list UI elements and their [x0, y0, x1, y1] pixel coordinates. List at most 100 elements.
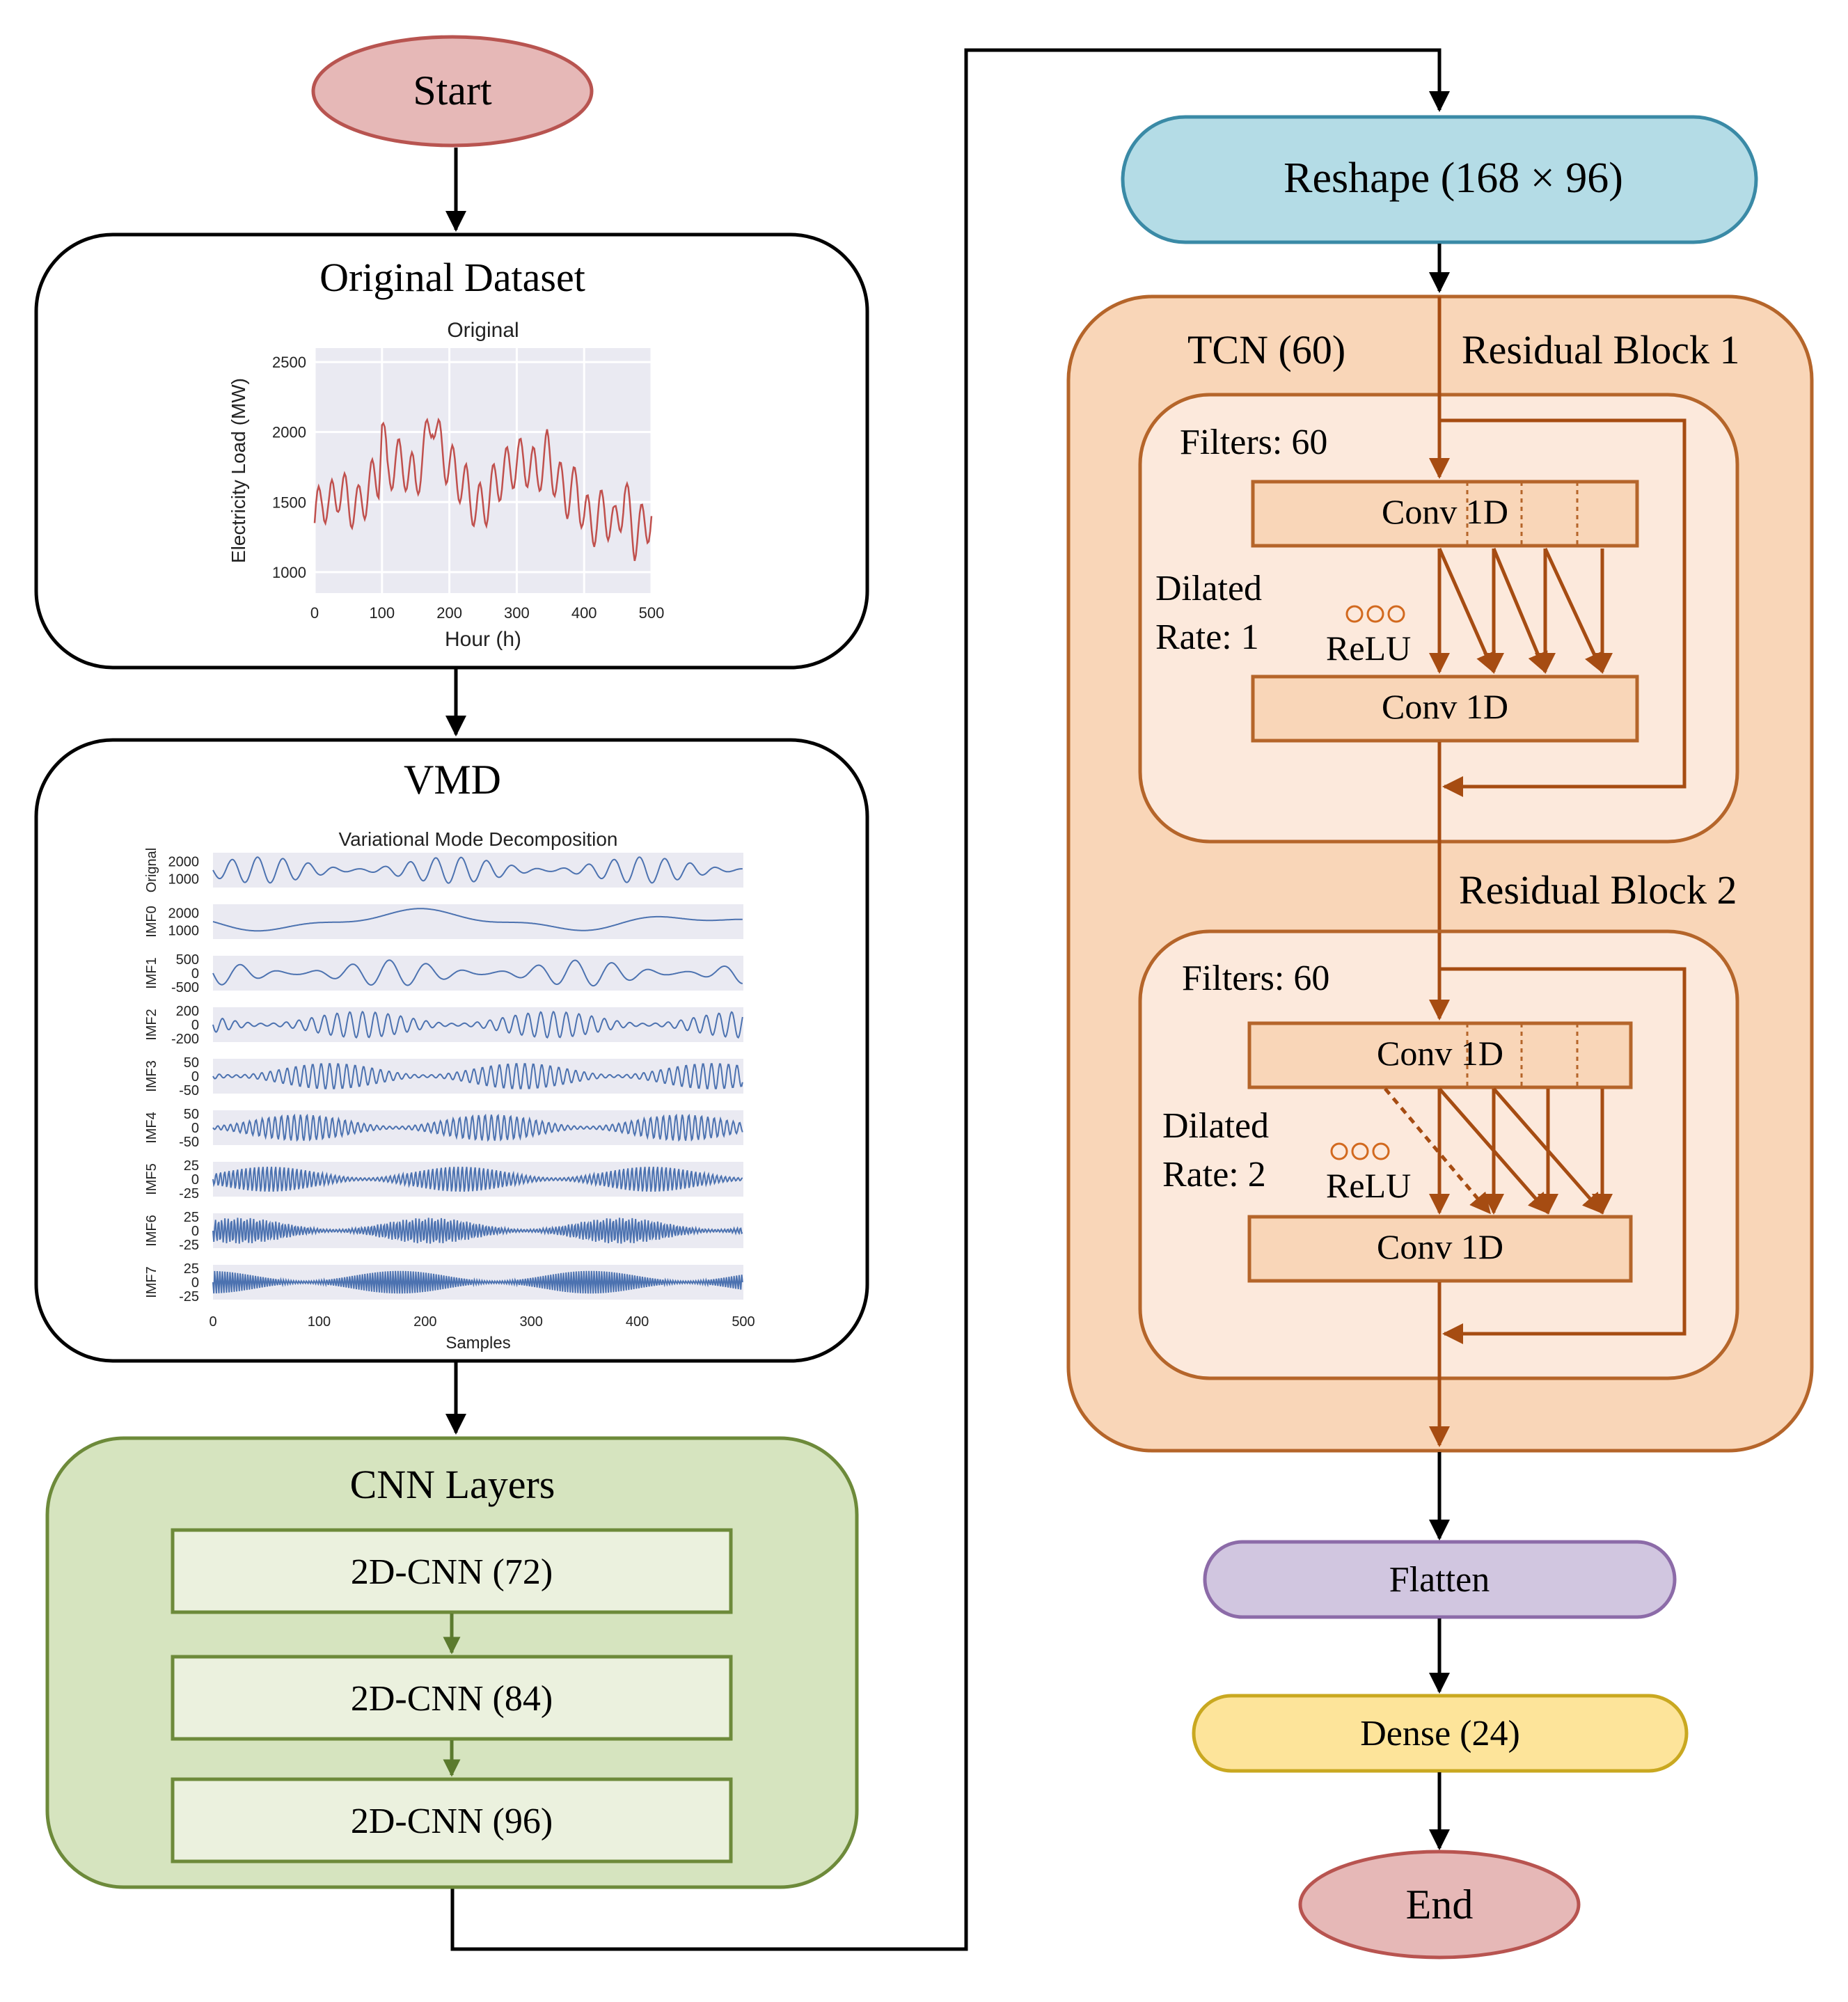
original-dataset-title: Original Dataset — [319, 255, 585, 300]
series-label: IMF5 — [144, 1163, 159, 1195]
connectors-left — [445, 48, 1450, 1951]
block-2-conv-bottom — [1247, 1215, 1633, 1283]
y-tick-label: 200 — [176, 1004, 199, 1019]
y-tick-label: 2000 — [272, 424, 306, 441]
series-line — [212, 1270, 743, 1294]
block-1-conv-bottom — [1251, 675, 1639, 743]
end-node: End — [1298, 1850, 1581, 1960]
reshape-label: Reshape (168 × 96) — [1284, 155, 1623, 202]
vmd-panel — [213, 956, 743, 991]
y-tick-label: 0 — [191, 1172, 199, 1188]
series-label: IMF6 — [144, 1215, 159, 1247]
series-label: IMF2 — [144, 1009, 159, 1041]
y-axis-label: Electricity Load (MW) — [228, 378, 249, 563]
block-1-rate: Rate: 1 — [1155, 617, 1259, 657]
series-line — [212, 1063, 743, 1089]
block-2-conv-bottom-label: Conv 1D — [1377, 1227, 1503, 1266]
y-tick-label: 1000 — [272, 564, 306, 581]
vmd-title: VMD — [404, 757, 501, 803]
y-tick-label: -500 — [171, 980, 199, 995]
flatten-node: Flatten — [1203, 1540, 1677, 1619]
series-label: Orignal — [144, 848, 159, 892]
y-tick-label: 25 — [184, 1261, 199, 1277]
cnn-layer-3 — [171, 1777, 733, 1863]
x-axis-label: Samples — [445, 1334, 510, 1353]
x-tick-label: 100 — [369, 604, 395, 622]
y-tick-label: -50 — [179, 1083, 199, 1098]
x-tick-label: 300 — [504, 604, 530, 622]
y-tick-label: 1000 — [168, 872, 200, 888]
series-line — [212, 856, 743, 884]
cnn-layers-box: CNN Layers 2D-CNN (72) 2D-CNN (84) 2D-CN… — [45, 1436, 859, 1889]
block-1-conv-top — [1251, 480, 1639, 548]
series-line — [212, 1217, 743, 1244]
y-tick-label: 2500 — [272, 354, 306, 371]
cnn-layer-1-label: 2D-CNN (72) — [351, 1552, 553, 1592]
x-tick-label: 0 — [209, 1314, 216, 1330]
y-tick-label: 0 — [191, 1224, 199, 1239]
y-tick-label: 1000 — [168, 924, 200, 939]
y-tick-label: 2000 — [168, 855, 200, 870]
x-tick-label: 500 — [639, 604, 665, 622]
y-tick-label: 25 — [184, 1158, 199, 1174]
dense-label: Dense (24) — [1360, 1714, 1520, 1753]
y-tick-label: 0 — [191, 1069, 199, 1085]
y-tick-label: 500 — [176, 952, 199, 968]
y-tick-label: 1500 — [272, 494, 306, 511]
block-1-conv-top-label: Conv 1D — [1382, 492, 1508, 531]
block-2-conv-top — [1247, 1021, 1633, 1089]
block-2-dilated: Dilated — [1162, 1106, 1269, 1146]
block-1-dilated: Dilated — [1155, 569, 1262, 608]
y-tick-label: 25 — [184, 1210, 199, 1225]
x-tick-label: 300 — [520, 1314, 543, 1330]
flatten-label: Flatten — [1389, 1560, 1490, 1600]
tcn-title: TCN (60) — [1187, 327, 1345, 372]
y-tick-label: 0 — [191, 966, 199, 982]
start-label: Start — [413, 68, 492, 113]
block-1-filters: Filters: 60 — [1180, 423, 1327, 462]
x-axis-label: Hour (h) — [445, 628, 521, 651]
x-tick-label: 400 — [626, 1314, 649, 1330]
block-2-ellipsis-icon — [1330, 1142, 1390, 1160]
y-tick-label: 2000 — [168, 906, 200, 922]
x-tick-label: 200 — [413, 1314, 436, 1330]
y-tick-label: 50 — [184, 1107, 199, 1122]
vmd-panel — [213, 904, 743, 939]
tcn-box: TCN (60) Residual Block 1 Filters: 60 Co… — [1066, 294, 1814, 1453]
y-tick-label: 50 — [184, 1055, 199, 1071]
block-1-relu: ReLU — [1326, 629, 1411, 668]
x-tick-label: 100 — [308, 1314, 331, 1330]
chart-title: Original — [447, 319, 519, 342]
series-label: IMF4 — [144, 1112, 159, 1144]
series-label: IMF1 — [144, 957, 159, 989]
series-line — [212, 1167, 743, 1192]
cnn-layer-3-label: 2D-CNN (96) — [351, 1802, 553, 1841]
x-tick-label: 200 — [436, 604, 462, 622]
reshape-node: Reshape (168 × 96) — [1121, 115, 1758, 244]
vmd-panel — [213, 1007, 743, 1042]
block-2-rate: Rate: 2 — [1162, 1155, 1266, 1195]
block-2-conv-top-label: Conv 1D — [1377, 1034, 1503, 1073]
series-line — [212, 1113, 743, 1142]
y-tick-label: -25 — [179, 1289, 199, 1305]
cnn-title: CNN Layers — [350, 1462, 555, 1507]
plot-area — [315, 348, 651, 593]
vmd-panel — [213, 853, 743, 888]
chart-title: Variational Mode Decomposition — [338, 828, 617, 850]
y-tick-label: 0 — [191, 1275, 199, 1291]
block-2-relu: ReLU — [1326, 1166, 1411, 1205]
series-label: IMF3 — [144, 1060, 159, 1092]
cnn-layer-1 — [171, 1528, 733, 1614]
residual-block-2-title: Residual Block 2 — [1459, 867, 1737, 913]
series-line — [313, 417, 653, 561]
y-tick-label: 0 — [191, 1121, 199, 1136]
y-tick-label: 0 — [191, 1018, 199, 1033]
series-label: IMF0 — [144, 906, 159, 938]
cnn-layer-2-label: 2D-CNN (84) — [351, 1679, 553, 1719]
x-tick-label: 400 — [571, 604, 597, 622]
series-label: IMF7 — [144, 1266, 159, 1298]
cnn-layer-2 — [171, 1655, 733, 1741]
